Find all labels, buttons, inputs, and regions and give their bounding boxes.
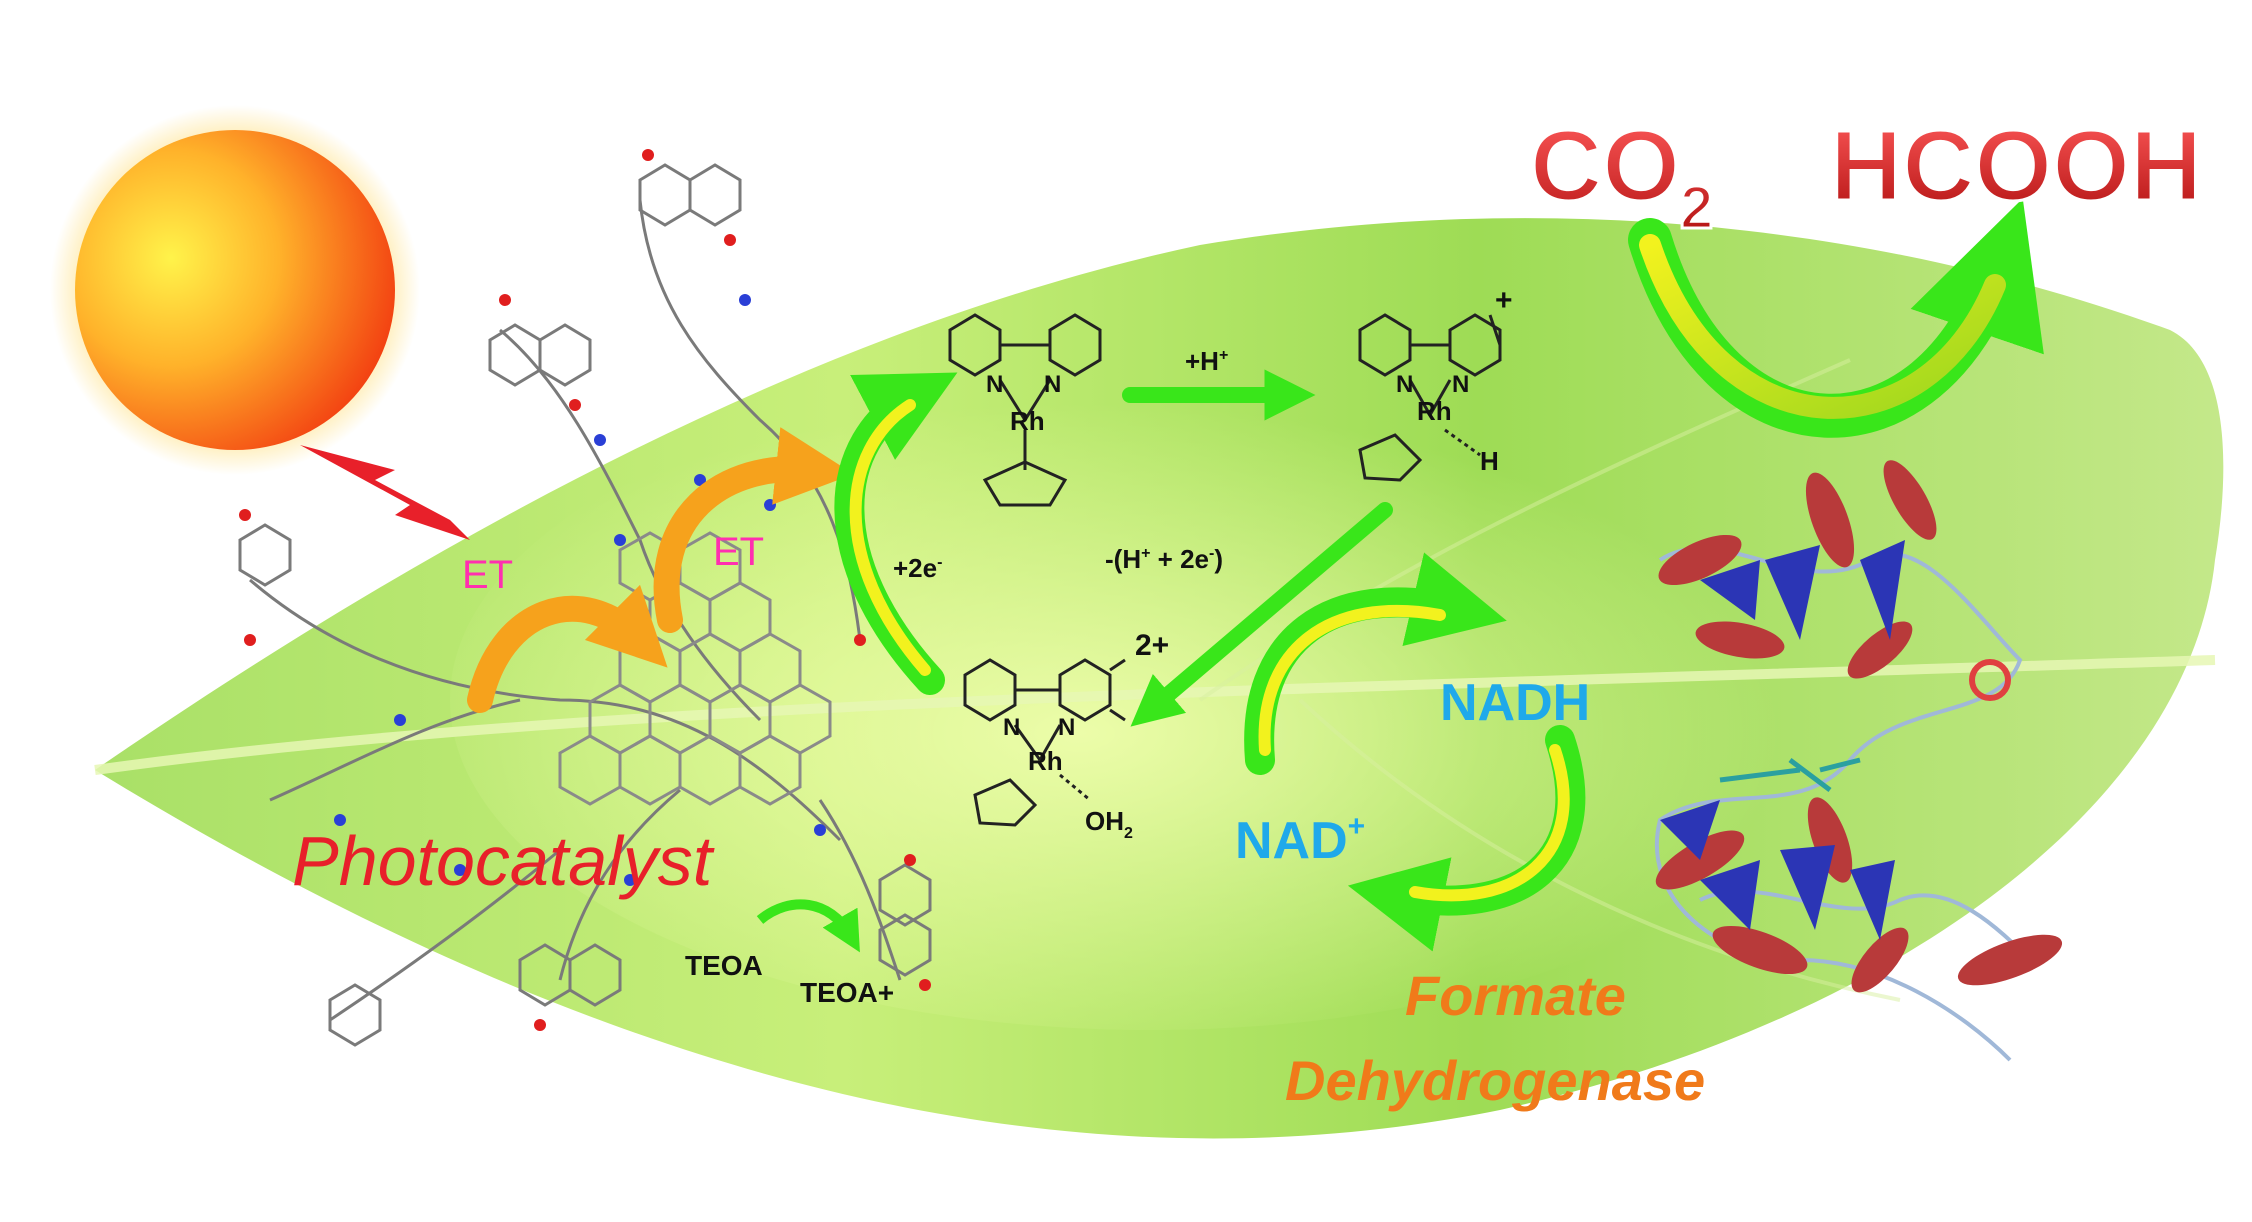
enzyme-line-2: Dehydrogenase <box>1285 1049 1705 1112</box>
et-arrows <box>467 427 854 713</box>
co2-to-hcooh-arrow <box>1628 198 2044 438</box>
et-arrow-left <box>467 584 668 713</box>
et-arrow-right <box>653 427 854 633</box>
n-tl-1: N <box>986 371 1003 398</box>
rh-cycle-arrows <box>834 369 1393 727</box>
arrow-plus-2e-fill <box>849 399 931 676</box>
nad-cycle-arrows <box>1244 552 1586 952</box>
n-b-2: N <box>1058 714 1075 741</box>
n-tr-2: N <box>1452 371 1469 398</box>
teoa-arrow <box>756 899 860 953</box>
labels: ET ET Photocatalyst TEOA TEOA+ CO2 HCOOH… <box>292 109 2204 1113</box>
rh-top-left: Rh <box>1010 406 1045 436</box>
nadh-label: NADH <box>1440 674 1590 732</box>
rh-complex-top-right <box>1358 313 1502 482</box>
rh-complex-bottom <box>963 658 1126 827</box>
plus-h-label: +H+ <box>1185 346 1228 376</box>
nad-plus-label: NAD+ <box>1235 810 1365 870</box>
sun-icon <box>50 105 420 475</box>
hcooh-label: HCOOH <box>1830 110 2202 222</box>
n-b-1: N <box>1003 714 1020 741</box>
co2-label: CO2 <box>1530 110 1713 241</box>
plus-2e-label: +2e- <box>893 553 942 583</box>
oh2-label: OH2 <box>1085 806 1133 842</box>
et-label-left: ET <box>462 553 513 597</box>
rh-complex-top-left <box>948 313 1102 507</box>
formate-dehydrogenase-protein <box>1654 460 2063 1062</box>
charge-plus-label: + <box>1495 284 1513 317</box>
n-tr-1: N <box>1396 371 1413 398</box>
leaf-background <box>94 218 2224 1139</box>
arrow-minus-h-2e <box>1130 502 1393 727</box>
minus-h-2e-label: -(H+ + 2e-) <box>1105 544 1223 574</box>
rh-bottom: Rh <box>1028 746 1063 776</box>
charge-2plus-label: 2+ <box>1135 629 1169 662</box>
rh-top-right: Rh <box>1417 396 1452 426</box>
lightning-bolt-icon <box>300 445 470 540</box>
photocatalyst-label: Photocatalyst <box>292 822 715 900</box>
hydride-label: H <box>1480 446 1499 476</box>
teoa-plus-label: TEOA+ <box>800 977 894 1008</box>
et-label-right: ET <box>713 530 764 574</box>
teoa-label: TEOA <box>685 950 763 981</box>
n-tl-2: N <box>1044 371 1061 398</box>
enzyme-line-1: Formate <box>1405 964 1626 1027</box>
